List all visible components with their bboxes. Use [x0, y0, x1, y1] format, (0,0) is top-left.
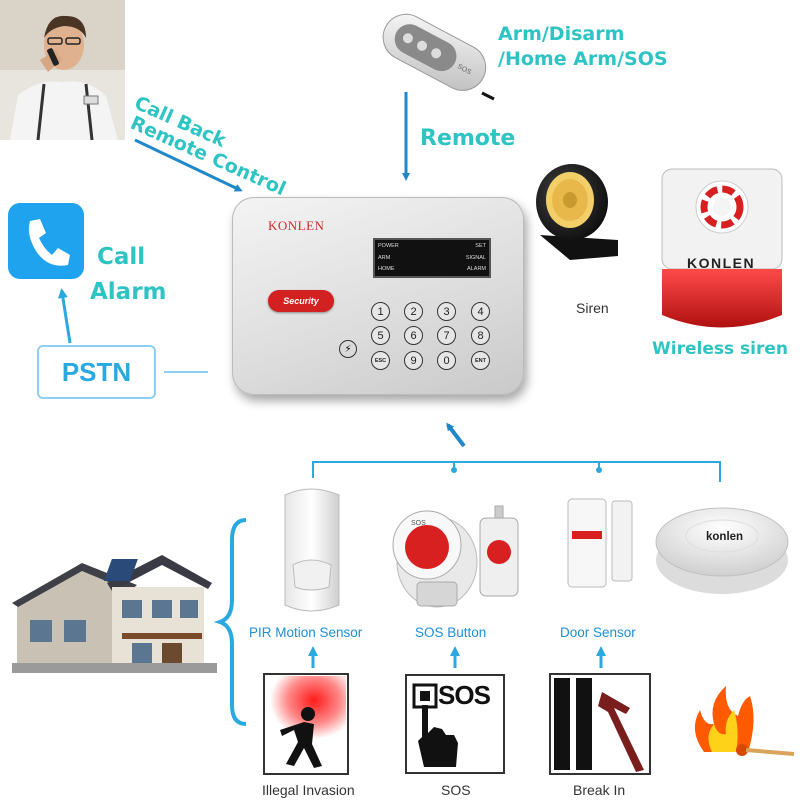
sos-hand-icon — [405, 674, 505, 774]
keypad-key-8: 8 — [471, 326, 490, 345]
siren-image — [536, 164, 618, 260]
sensor-to-panel-arrow — [446, 422, 466, 448]
keypad-key-2: 2 — [404, 302, 423, 321]
lcd-alarm: ALARM — [467, 266, 486, 272]
keypad-key-3: 3 — [437, 302, 456, 321]
keypad-key-4: 4 — [471, 302, 490, 321]
keypad-key-6: 6 — [404, 326, 423, 345]
alarm-label: Alarm — [90, 279, 167, 305]
person-on-phone-image — [0, 0, 125, 141]
lcd-power: POWER — [378, 243, 399, 249]
lcd-home: HOME — [378, 266, 395, 272]
lcd-arm: ARM — [378, 255, 391, 261]
phone-icon — [28, 219, 70, 266]
pstn-up-arrow — [57, 288, 72, 344]
pir-sensor-image — [284, 488, 340, 612]
break-in-label: Break In — [573, 782, 626, 798]
security-badge: Security — [268, 290, 334, 312]
break-in-icon — [549, 673, 651, 775]
arm-disarm-label-1: Arm/Disarm — [498, 23, 625, 45]
door-sensor-image — [567, 498, 633, 588]
watch-sos-text: SOS — [411, 520, 426, 527]
pstn-box: PSTN — [37, 345, 156, 399]
illegal-invasion-label: Illegal Invasion — [262, 782, 355, 798]
sos-label: SOS — [441, 782, 471, 798]
sos-button-image: SOS — [392, 505, 519, 608]
illegal-invasion-icon — [263, 673, 349, 775]
call-label: Call — [97, 244, 146, 270]
phone-call-tile — [8, 203, 84, 279]
sos-button-label: SOS Button — [415, 625, 487, 640]
arm-disarm-label-2: /Home Arm/SOS — [498, 48, 668, 70]
keypad-key-esc: ESC — [371, 351, 390, 370]
panel-lcd: POWER SET ARM SIGNAL HOME ALARM — [373, 238, 491, 278]
panel-power-icon: ⚡ — [339, 340, 357, 358]
smoke-detector-image — [655, 507, 789, 594]
keypad-key-0: 0 — [437, 351, 456, 370]
panel-brand: KONLEN — [268, 218, 325, 233]
wireless-siren-image — [661, 168, 783, 328]
lcd-signal: SIGNAL — [465, 255, 486, 261]
fire-icon — [694, 686, 795, 756]
sensor-bus-line — [312, 461, 721, 482]
lcd-set: SET — [475, 243, 486, 249]
door-sensor-label: Door Sensor — [560, 625, 636, 640]
wireless-siren-label: Wireless siren — [652, 339, 788, 359]
remote-fob-image: SOS — [382, 13, 495, 101]
pir-label: PIR Motion Sensor — [249, 625, 363, 640]
keypad-key-7: 7 — [437, 326, 456, 345]
house-image — [12, 555, 217, 673]
keypad-key-1: 1 — [371, 302, 390, 321]
keypad-key-5: 5 — [371, 326, 390, 345]
wireless-siren-brand: KONLEN — [687, 255, 756, 271]
keypad-key-9: 9 — [404, 351, 423, 370]
house-brace — [213, 518, 247, 726]
keypad-key-ent: ENT — [471, 351, 490, 370]
remote-label: Remote — [420, 126, 516, 151]
siren-label: Siren — [576, 300, 609, 316]
smoke-detector-brand: konlen — [706, 531, 744, 543]
call-back-arrow — [134, 138, 243, 192]
sos-icon-text: SOS — [438, 680, 491, 710]
